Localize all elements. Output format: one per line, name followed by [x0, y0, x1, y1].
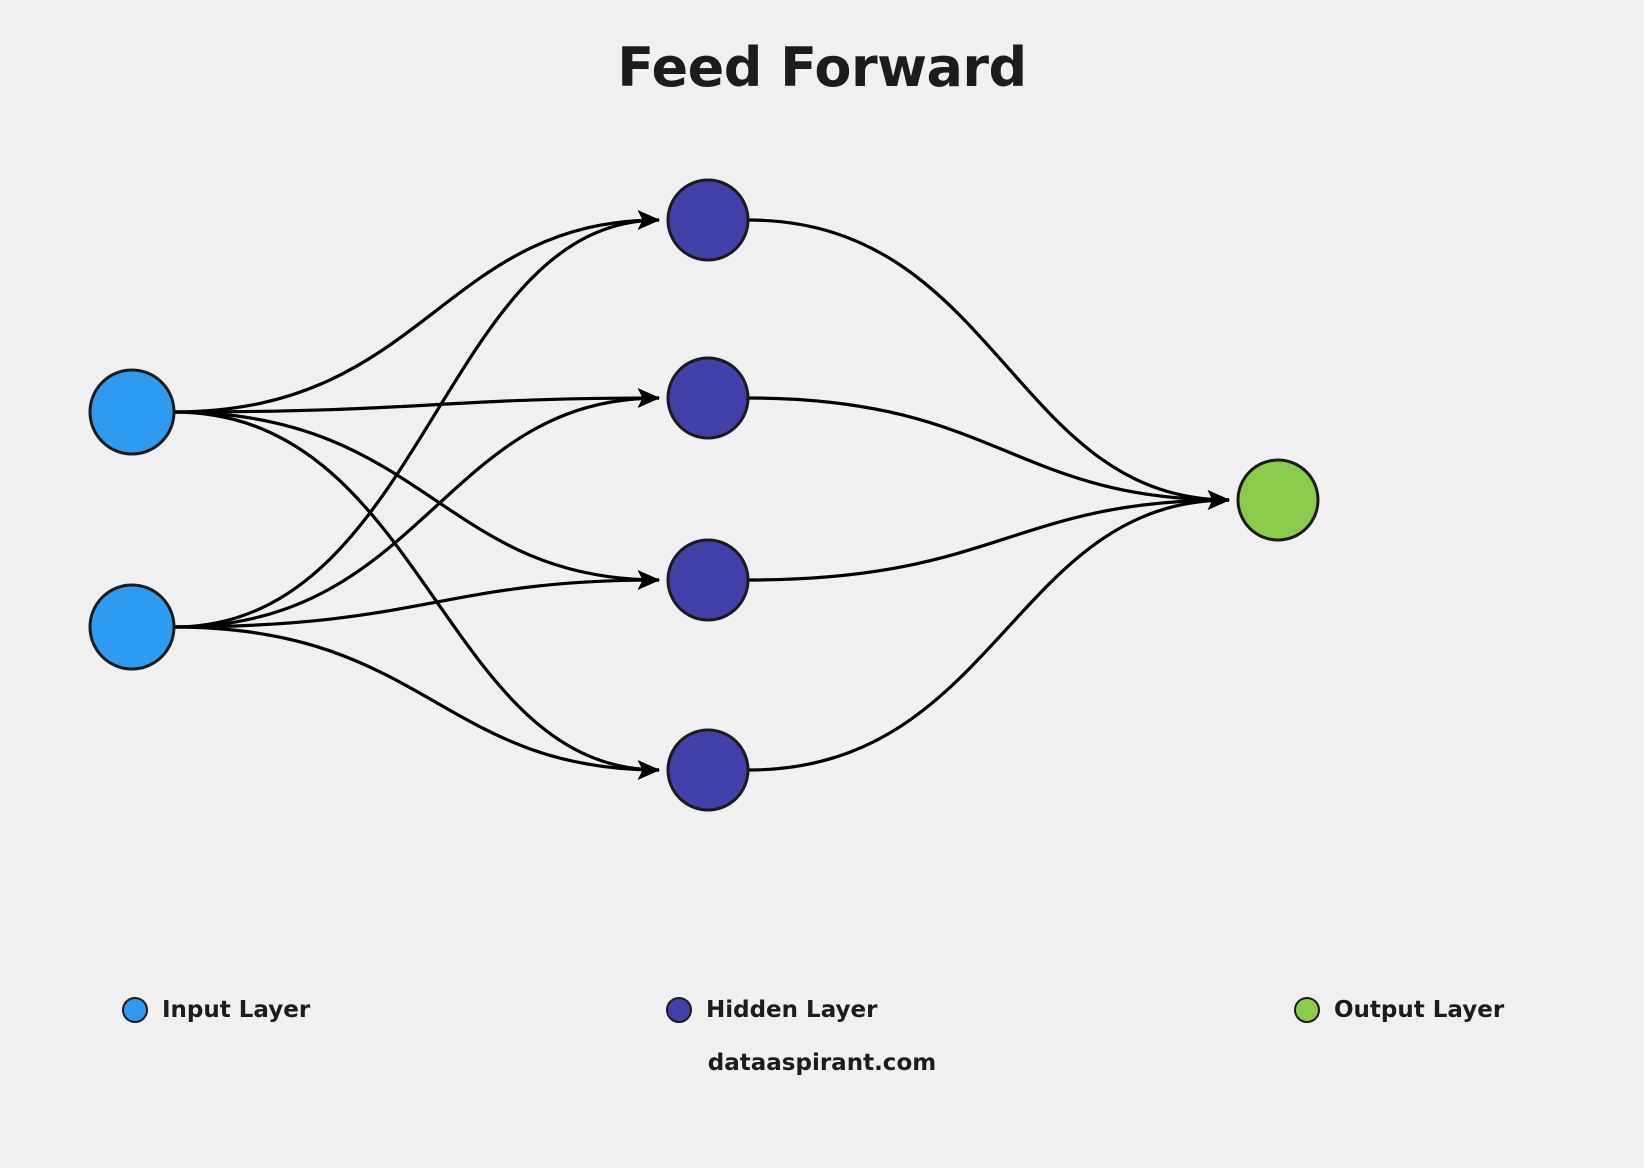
edge-input-1-to-hidden-3 — [173, 625, 661, 780]
input-node-1[interactable] — [88, 583, 176, 671]
legend-item-output-layer[interactable]: Output Layer — [1294, 988, 1504, 1032]
legend: Input Layer Hidden Layer Output Layer — [0, 988, 1644, 1032]
output-node-0[interactable] — [1236, 458, 1320, 542]
hidden-node-2[interactable] — [666, 538, 750, 622]
edge-hidden-0-to-output-0 — [747, 218, 1231, 510]
edge-group — [173, 210, 1231, 780]
legend-item-hidden-layer[interactable]: Hidden Layer — [666, 988, 877, 1032]
hidden-node-3[interactable] — [666, 728, 750, 812]
hidden-node-0[interactable] — [666, 178, 750, 262]
legend-item-input-layer[interactable]: Input Layer — [122, 988, 310, 1032]
edge-input-0-to-hidden-0 — [173, 210, 661, 414]
edge-hidden-2-to-output-0 — [747, 490, 1231, 582]
edge-input-0-to-hidden-2 — [173, 410, 661, 590]
footer-watermark: dataaspirant.com — [707, 1050, 937, 1076]
legend-label-input-layer: Input Layer — [162, 997, 311, 1023]
edge-input-0-to-hidden-1 — [173, 388, 661, 414]
edge-input-1-to-hidden-2 — [173, 570, 661, 629]
edge-hidden-3-to-output-0 — [747, 490, 1231, 772]
edge-hidden-1-to-output-0 — [747, 396, 1231, 510]
output-layer-swatch-icon — [1294, 997, 1320, 1023]
node-group — [88, 178, 1320, 812]
edge-input-0-to-hidden-3 — [173, 410, 661, 780]
edge-input-1-to-hidden-1 — [173, 388, 661, 629]
page-title: Feed Forward — [617, 36, 1027, 99]
edge-input-1-to-hidden-0 — [173, 210, 661, 629]
legend-label-output-layer: Output Layer — [1334, 997, 1505, 1023]
hidden-node-1[interactable] — [666, 356, 750, 440]
legend-label-hidden-layer: Hidden Layer — [706, 997, 878, 1023]
input-layer-swatch-icon — [122, 997, 148, 1023]
hidden-layer-swatch-icon — [666, 997, 692, 1023]
input-node-0[interactable] — [88, 368, 176, 456]
